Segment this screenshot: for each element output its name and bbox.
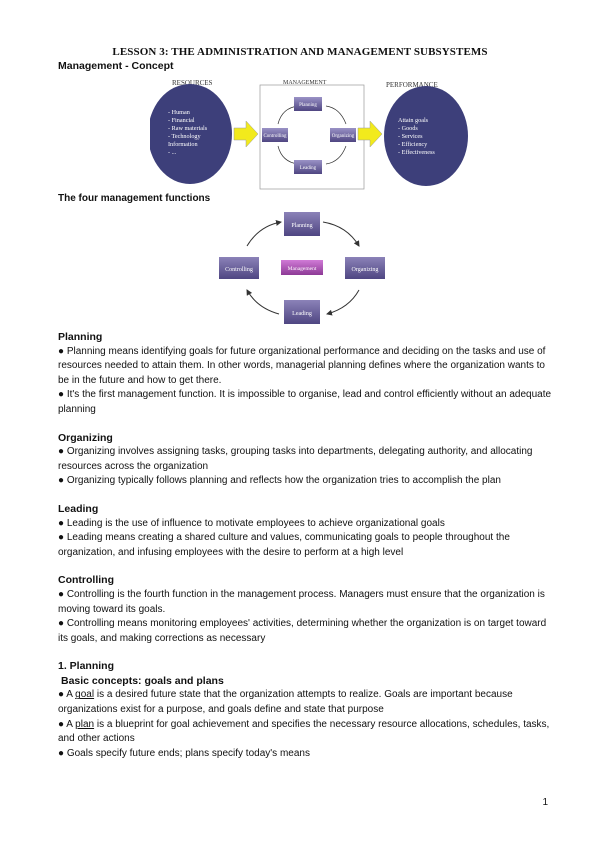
management-label: MANAGEMENT: [283, 80, 327, 86]
planning-heading: Planning: [58, 331, 103, 343]
box-label: Planning: [299, 103, 317, 108]
performance-item: - Services: [398, 133, 423, 140]
box-label: Organizing: [332, 134, 355, 139]
term-goal: goal: [75, 689, 95, 701]
resources-item: Information: [168, 141, 198, 148]
bullet-text: is a blueprint for goal achievement and …: [58, 718, 550, 745]
bullet-prefix: ● A: [58, 718, 76, 730]
planning-detail-subheading: Basic concepts: goals and plans: [61, 674, 224, 687]
box-label: Leading: [300, 166, 317, 171]
resources-label: RESOURCES: [172, 79, 213, 87]
bullet-prefix: ● A: [58, 689, 76, 701]
resources-item: - Human: [168, 109, 190, 116]
function-label: Leading: [292, 311, 312, 317]
function-label: Organizing: [352, 267, 379, 273]
performance-ellipse: [384, 86, 468, 186]
performance-item: - Goods: [398, 125, 418, 132]
function-box-planning: [284, 212, 320, 236]
bullet: ● Leading means creating a shared cultur…: [58, 532, 510, 558]
function-box-controlling: [219, 257, 259, 279]
function-label: Planning: [291, 223, 312, 229]
bullet: ● Leading is the use of influence to mot…: [58, 517, 445, 529]
lesson-title: LESSON 3: THE ADMINISTRATION AND MANAGEM…: [112, 46, 488, 58]
controlling-heading: Controlling: [58, 574, 114, 587]
resources-ellipse: [150, 84, 232, 184]
performance-item: - Efficiency: [398, 141, 428, 148]
performance-label: PERFORMANCE: [386, 81, 438, 89]
term-plan: plan: [75, 718, 95, 730]
organizing-heading: Organizing: [58, 431, 113, 444]
bullet-text: is a desired future state that the organ…: [58, 689, 513, 716]
function-box-organizing: [345, 257, 385, 279]
performance-item: - Effectiveness: [398, 149, 435, 156]
planning-detail-heading: 1. Planning: [58, 660, 115, 673]
diagram-box: [262, 128, 288, 142]
bullet-plan: ● A plan is a blueprint for goal achieve…: [58, 718, 558, 747]
yellow-arrow-icon: [233, 120, 259, 148]
box-label: Controlling: [263, 134, 287, 139]
bullet: ● Organizing typically follows planning …: [58, 475, 501, 487]
bullet: ● Planning means identifying goals for f…: [58, 345, 546, 386]
diagram-box: [294, 97, 322, 111]
bullet: ● Controlling means monitoring employees…: [58, 618, 547, 644]
section-subtitle: Management - Concept: [58, 60, 174, 72]
bullet: ● It's the first management function. It…: [58, 389, 552, 415]
bullet: ● Controlling is the fourth function in …: [58, 588, 545, 615]
center-label: Management: [288, 266, 317, 272]
yellow-arrow-icon: [357, 120, 383, 148]
resources-item: - Technology: [168, 133, 202, 140]
performance-item: Attain goals: [398, 117, 429, 124]
functions-title: The four management functions: [58, 193, 211, 204]
bullet: ● Organizing involves assigning tasks, g…: [58, 446, 533, 472]
resources-item: - ...: [168, 149, 177, 156]
four-functions-diagram: Planning Organizing Leading Controlling …: [219, 212, 385, 324]
lesson-content: Planning ● Planning means identifying go…: [58, 330, 558, 761]
function-box-leading: [284, 300, 320, 324]
function-label: Controlling: [225, 267, 253, 273]
resources-item: - Financial: [168, 117, 195, 124]
diagram-box: [294, 160, 322, 174]
bullet: ● Goals specify future ends; plans speci…: [58, 747, 310, 759]
performance-list: Attain goals - Goods - Services - Effici…: [398, 117, 435, 156]
page-number: 1: [542, 797, 548, 808]
resources-item: - Raw materials: [168, 125, 208, 132]
cycle-arrows: [246, 219, 360, 316]
management-concept-diagram: RESOURCES - Human - Financial - Raw mate…: [150, 79, 468, 190]
bullet-goal: ● A goal is a desired future state that …: [58, 688, 558, 717]
leading-heading: Leading: [58, 502, 99, 515]
function-box-management: [281, 260, 323, 275]
resources-list: - Human - Financial - Raw materials - Te…: [168, 109, 208, 156]
diagram-box: [330, 128, 356, 142]
